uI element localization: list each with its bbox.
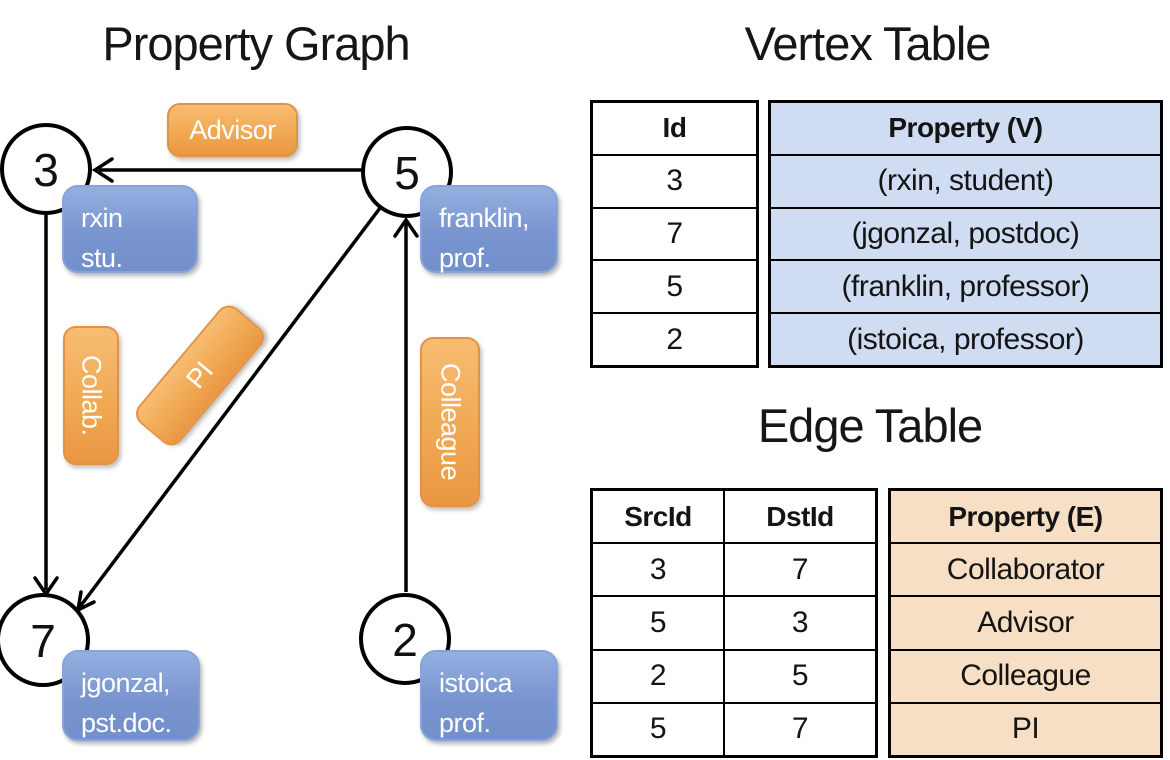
table-row: 5 xyxy=(593,259,756,312)
arrowhead-into-5 xyxy=(393,216,419,238)
edge-table-header-dstid: DstId xyxy=(723,491,875,543)
table-row: PI xyxy=(891,701,1160,755)
vertex-table-header-property: Property (V) xyxy=(888,112,1043,144)
edge-label-colleague: Colleague xyxy=(420,337,480,507)
edge-table-header-property: Property (E) xyxy=(948,500,1103,532)
table-row: 3 7 xyxy=(593,542,875,596)
vertex-property-box-2: istoica prof. xyxy=(420,650,558,741)
vertex-property-box-7: jgonzal, pst.doc. xyxy=(62,650,200,741)
vertex-property-line: rxin xyxy=(81,203,123,233)
table-row: Colleague xyxy=(891,648,1160,702)
node-2-id: 2 xyxy=(392,614,418,666)
edge-table-property-column: Property (E) Collaborator Advisor Collea… xyxy=(888,488,1163,758)
vertex-table-title: Vertex Table xyxy=(744,17,992,70)
node-7-id: 7 xyxy=(30,615,56,667)
edge-table-title: Edge Table xyxy=(757,399,983,452)
vertex-table-header-id: Id xyxy=(662,112,687,144)
vertex-property-line: prof. xyxy=(439,708,491,738)
node-5-id: 5 xyxy=(394,147,420,199)
table-row: (rxin, student) xyxy=(771,153,1160,207)
vertex-property-box-5: franklin, prof. xyxy=(420,185,558,273)
table-row: 2 5 xyxy=(593,648,875,702)
vertex-table-id-column: Id 3 7 5 2 xyxy=(590,100,759,368)
table-row: (istoica, professor) xyxy=(771,312,1160,365)
node-3-id: 3 xyxy=(33,144,59,196)
vertex-table-property-column: Property (V) (rxin, student) (jgonzal, p… xyxy=(768,100,1163,368)
edge-label-advisor: Advisor xyxy=(167,103,298,157)
vertex-property-line: stu. xyxy=(81,243,123,273)
table-row: 5 7 xyxy=(593,701,875,756)
table-row: 5 3 xyxy=(593,595,875,649)
vertex-property-line: prof. xyxy=(439,243,491,273)
edge-pi-5-to-7 xyxy=(77,206,382,610)
vertex-property-box-3: rxin stu. xyxy=(62,185,198,273)
table-row: Collaborator xyxy=(891,542,1160,595)
table-row: Advisor xyxy=(891,595,1160,648)
arrowhead-into-3 xyxy=(91,157,114,183)
table-row: (franklin, professor) xyxy=(771,259,1160,312)
vertex-property-line: istoica xyxy=(439,668,513,698)
table-row: 3 xyxy=(593,153,756,207)
table-row: (jgonzal, postdoc) xyxy=(771,206,1160,260)
edge-table-id-columns: SrcId DstId 3 7 5 3 2 5 5 7 xyxy=(590,488,878,758)
property-graph-title: Property Graph xyxy=(102,17,410,70)
table-row: 7 xyxy=(593,206,756,260)
vertex-property-line: jgonzal, xyxy=(81,668,171,698)
table-row: 2 xyxy=(593,312,756,365)
vertex-property-line: franklin, xyxy=(439,203,530,233)
edge-table-header-srcid: SrcId xyxy=(624,500,692,532)
edge-label-collab: Collab. xyxy=(63,326,119,465)
vertex-property-line: pst.doc. xyxy=(81,708,172,738)
